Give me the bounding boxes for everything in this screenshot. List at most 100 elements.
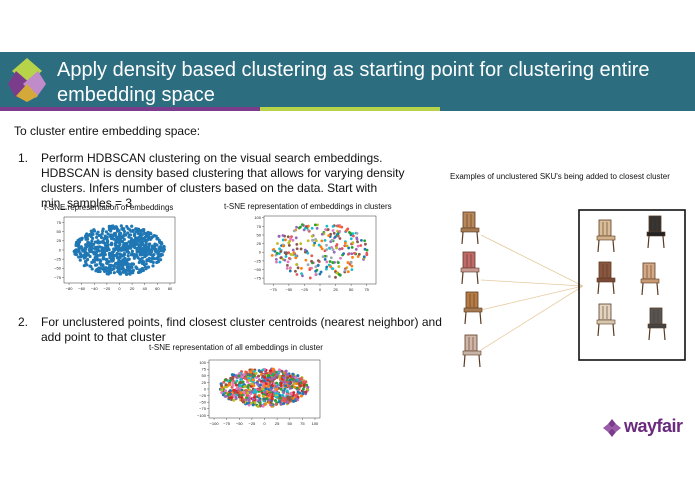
scatter-point	[280, 369, 284, 373]
item-number-2: 2.	[18, 315, 29, 329]
scatter-point	[343, 241, 347, 245]
x-tick-label: 50	[349, 287, 354, 292]
scatter-point	[128, 233, 132, 237]
scatter-point	[247, 397, 251, 401]
scatter-point	[320, 247, 324, 251]
scatter-point	[112, 247, 116, 251]
scatter-point	[300, 272, 303, 276]
scatter-point	[144, 241, 148, 245]
scatter-point	[125, 261, 129, 265]
scatter-point	[278, 396, 282, 400]
scatter-point	[235, 387, 239, 391]
scatter-point	[101, 254, 105, 258]
y-tick-label: 0	[259, 250, 262, 255]
color-stripe	[0, 107, 695, 111]
x-tick-label: 75	[364, 287, 369, 292]
x-tick-label: −100	[210, 421, 220, 426]
scatter-point	[348, 230, 351, 234]
scatter-point	[252, 369, 256, 373]
scatter-point	[313, 223, 317, 227]
x-tick-label: 60	[155, 286, 160, 291]
scatter-point	[251, 403, 255, 407]
scatter-point	[291, 372, 295, 376]
chart-2-title: t-SNE representation of embeddings in cl…	[224, 202, 392, 211]
y-tick-label: 50	[202, 373, 207, 378]
scatter-point	[127, 257, 131, 261]
scatter-point	[126, 226, 130, 231]
scatter-point	[84, 254, 88, 258]
scatter-point	[117, 258, 121, 262]
scatter-point	[270, 377, 274, 381]
scatter-point	[300, 394, 304, 398]
scatter-point	[257, 374, 261, 378]
chair-leg	[612, 281, 615, 295]
x-tick-label: 40	[143, 286, 148, 291]
scatter-point	[249, 384, 253, 388]
intro-text: To cluster entire embedding space:	[14, 124, 201, 138]
scatter-point	[338, 273, 342, 277]
chair-leg	[464, 311, 467, 325]
scatter-point	[304, 225, 308, 228]
chair-leg	[597, 281, 600, 295]
y-tick-label: −50	[254, 267, 262, 272]
scatter-point	[151, 264, 155, 268]
scatter-point	[98, 258, 102, 262]
scatter-point	[355, 236, 359, 240]
scatter-point	[228, 383, 232, 387]
y-tick-label: 75	[57, 220, 62, 225]
scatter-point	[256, 382, 260, 386]
scatter-point	[270, 395, 274, 399]
scatter-point	[278, 400, 282, 404]
scatter-point	[125, 246, 129, 250]
scatter-point	[355, 231, 359, 235]
scatter-point	[109, 242, 113, 247]
scatter-point	[276, 242, 279, 245]
petal-logo-icon	[8, 58, 46, 102]
y-tick-label: 25	[202, 380, 207, 385]
scatter-point	[261, 387, 265, 391]
scatter-point	[327, 234, 331, 237]
y-tick-label: −50	[199, 400, 207, 405]
scatter-point	[297, 226, 301, 230]
scatter-point	[293, 385, 297, 389]
chair-back	[462, 211, 476, 229]
scatter-point	[349, 237, 353, 241]
scatter-point	[295, 386, 299, 390]
chair-back	[648, 215, 662, 233]
scatter-point	[119, 261, 124, 266]
y-tick-label: 100	[199, 360, 206, 365]
item-text-1: Perform HDBSCAN clustering on the visual…	[41, 151, 405, 210]
scatter-point	[78, 258, 82, 262]
chair-leg	[461, 231, 464, 245]
scatter-point	[301, 380, 305, 384]
x-tick-label: 0	[319, 287, 322, 292]
scatter-point	[139, 267, 144, 271]
scatter-point	[231, 377, 235, 381]
scatter-point	[295, 263, 298, 266]
connector-line	[480, 285, 584, 351]
scatter-point	[98, 261, 102, 265]
slide-title: Apply density based clustering as starti…	[57, 59, 650, 106]
wayfair-mark-icon	[603, 419, 621, 437]
scatter-point	[270, 397, 274, 401]
scatter-point	[105, 261, 109, 265]
scatter-point	[244, 398, 248, 402]
scatter-point	[87, 241, 91, 246]
scatter-point	[96, 239, 100, 243]
scatter-point	[90, 239, 94, 243]
scatter-point	[350, 245, 354, 249]
scatter-point	[155, 249, 160, 254]
scatter-point	[331, 248, 335, 252]
scatter-point	[314, 269, 318, 273]
scatter-point	[108, 269, 112, 273]
scatter-point	[278, 374, 282, 378]
scatter-point	[287, 243, 291, 247]
scatter-point	[334, 275, 337, 279]
scatter-point	[247, 378, 251, 382]
scatter-point	[104, 230, 109, 234]
scatter-point	[312, 243, 316, 247]
scatter-point	[98, 269, 102, 274]
scatter-point	[320, 239, 324, 243]
scatter-point	[240, 375, 244, 379]
scatter-point	[228, 389, 232, 393]
